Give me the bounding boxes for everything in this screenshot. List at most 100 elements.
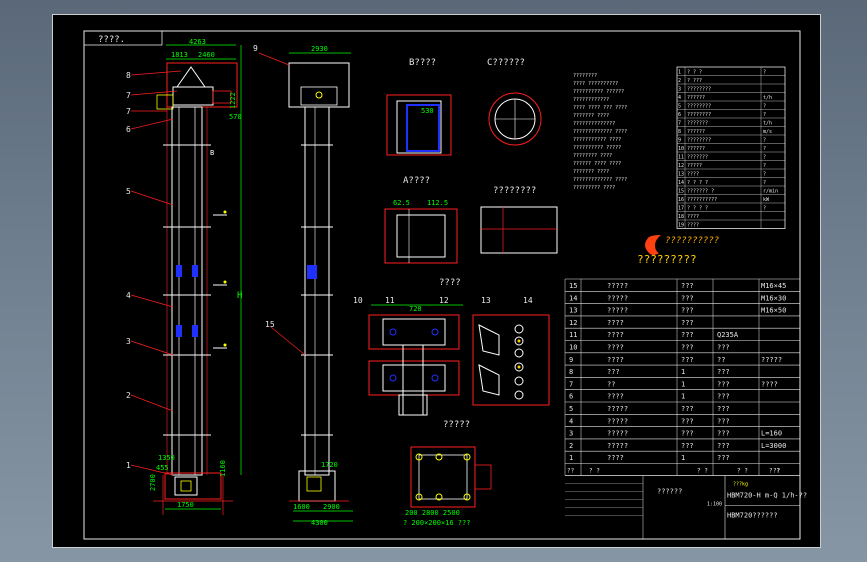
parts-row-num: 15 [569, 282, 577, 290]
note-line-4: ???? ???? ??? ???? [573, 105, 627, 111]
parts-row-name: ????? [607, 307, 628, 315]
view-e-label: ???? [439, 278, 461, 288]
parts-row-name: ????? [607, 405, 628, 413]
b-arrow-label: B [210, 149, 214, 157]
view-c-label: C?????? [487, 58, 525, 68]
dim-1160: 1160 [219, 460, 227, 477]
parts-row-qty: ??? [681, 319, 694, 327]
view-d-label: ???????? [493, 186, 536, 196]
parts-row-num: 1 [569, 454, 573, 462]
spec-row-label: ????? [687, 163, 702, 169]
title-block-cn-name: HBM720?????? [727, 512, 778, 520]
parts-row-name: ???? [607, 319, 624, 327]
parts-row-note: M16×30 [761, 294, 786, 302]
parts-row-name: ???? [607, 454, 624, 462]
dim-1350: 1350 [158, 454, 175, 462]
spec-row-num: 2 [678, 78, 681, 84]
parts-row-name: ????? [607, 282, 628, 290]
parts-row-qty: 1 [681, 393, 685, 401]
spec-row-num: 4 [678, 95, 681, 101]
spec-row-unit: t/h [763, 121, 772, 127]
dim-720: 720 [409, 305, 422, 313]
note-line-14: ????????? ???? [573, 185, 615, 191]
parts-row-num: 9 [569, 356, 573, 364]
callout-15: 15 [265, 320, 275, 329]
spec-row-unit: m/s [763, 129, 772, 135]
parts-row-qty: ??? [681, 344, 694, 352]
parts-row-material: ??? [717, 405, 730, 413]
parts-row-material: ??? [717, 344, 730, 352]
note-line-9: ?????????? ????? [573, 145, 621, 151]
parts-row-material: ??? [717, 368, 730, 376]
callout-6: 6 [126, 125, 131, 134]
callout-11: 11 [385, 296, 395, 305]
view-f-label: ????? [443, 420, 470, 430]
parts-row-num: 11 [569, 331, 577, 339]
spec-row-num: 5 [678, 104, 681, 110]
parts-row-num: 5 [569, 405, 573, 413]
parts-row-num: 7 [569, 380, 573, 388]
logo-text: ?????????? [665, 236, 719, 246]
spec-row-unit: ? [763, 70, 766, 76]
parts-row-num: 4 [569, 417, 573, 425]
note-line-5: ??????? ???? [573, 113, 609, 119]
callout-7b: 7 [126, 107, 131, 116]
parts-row-num: 3 [569, 430, 573, 438]
spec-row-label: ?????? [687, 95, 705, 101]
parts-row-material: ??? [717, 430, 730, 438]
front-view: 4263 1813 2460 570 1222 [149, 38, 242, 515]
spec-row-unit: ? [763, 112, 766, 118]
parts-row-num: 12 [569, 319, 577, 327]
title-block-code: HBM720-H m-Q 1/h-?? [727, 492, 807, 500]
parts-row-name: ????? [607, 417, 628, 425]
spec-row-num: 12 [678, 163, 684, 169]
spec-row-unit: ? [763, 146, 766, 152]
spec-row-num: 16 [678, 197, 684, 203]
note-line-1: ???? ?????????? [573, 81, 618, 87]
spec-row-unit: ? [763, 172, 766, 178]
parts-row-name: ???? [607, 344, 624, 352]
note-line-13: ????????????? ???? [573, 177, 627, 183]
note-line-3: ???????????? [573, 97, 609, 103]
spec-row-label: ??????? [687, 155, 708, 161]
parts-row-qty: ??? [681, 307, 694, 315]
spec-table-border [676, 66, 786, 229]
dim-2700: 2700 [149, 474, 157, 491]
dim-455: 455 [156, 464, 169, 472]
parts-row-qty: ??? [681, 442, 694, 450]
side-view: 2930 1720 1600 2900 4300 [288, 45, 353, 527]
parts-row-material: ??? [717, 417, 730, 425]
callout-5: 5 [126, 187, 131, 196]
spec-row-unit: ? [763, 155, 766, 161]
parts-row-name: ???? [607, 393, 624, 401]
callout-14: 14 [523, 296, 533, 305]
spec-row-num: 3 [678, 87, 681, 93]
spec-row-num: 18 [678, 214, 684, 220]
note-line-6: ?????????????? [573, 121, 615, 127]
callout-10: 10 [353, 296, 363, 305]
dim-112-5: 112.5 [427, 199, 448, 207]
spec-row-num: 15 [678, 189, 684, 195]
parts-row-note: L=160 [761, 430, 782, 438]
spec-row-num: 1 [678, 70, 681, 76]
note-line-12: ??????? ???? [573, 169, 609, 175]
spec-row-label: ???? [687, 223, 699, 229]
dim-1720: 1720 [321, 461, 338, 469]
dim-570: 570 [229, 113, 242, 121]
note-line-11: ?????? ???? ???? [573, 161, 621, 167]
view-a-label: A???? [403, 176, 430, 186]
view-a: A???? 62.5 112.5 [384, 176, 458, 264]
spec-row-unit: ? [763, 138, 766, 144]
spec-row-label: ???????? [687, 87, 711, 93]
spec-row-label: ???????? [687, 104, 711, 110]
parts-header-cell: ? ? [697, 468, 708, 475]
spec-row-label: ?????? [687, 129, 705, 135]
parts-row-num: 6 [569, 393, 573, 401]
view-b-label: B???? [409, 58, 436, 68]
spec-row-num: 8 [678, 129, 681, 135]
view-f: ????? 200 2800 2500 ? 200×200×16 ??? [403, 420, 492, 527]
parts-row-material: Q235A [717, 331, 739, 339]
parts-row-qty: ??? [681, 282, 694, 290]
parts-row-qty: ??? [681, 405, 694, 413]
dim-1750: 1750 [177, 501, 194, 509]
